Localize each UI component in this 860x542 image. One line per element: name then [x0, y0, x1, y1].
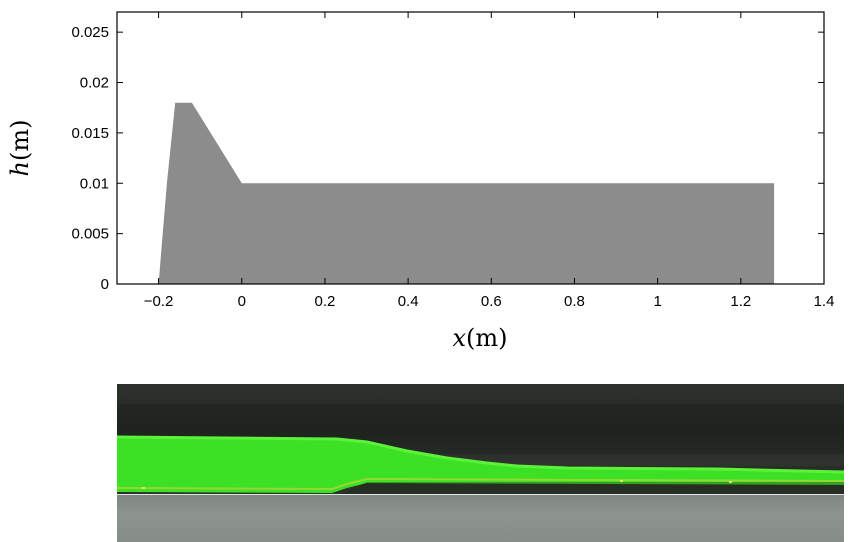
y-tick-label: 0.005 — [71, 226, 109, 243]
water-layer — [117, 436, 844, 493]
x-tick-label: 0.6 — [481, 293, 502, 310]
x-tick-label: −0.2 — [144, 293, 174, 310]
water-bottom-edge — [117, 477, 844, 491]
y-tick-label: 0.025 — [71, 24, 109, 41]
flume-photograph — [117, 384, 844, 542]
x-tick-label: 0.2 — [315, 293, 336, 310]
water-flow-layer — [117, 435, 844, 496]
y-tick-label: 0.01 — [80, 175, 109, 192]
x-tick-label: 0.4 — [398, 293, 419, 310]
x-tick-label: 1.2 — [730, 293, 751, 310]
water-surface-highlight — [117, 435, 844, 474]
x-tick-label: 0 — [238, 293, 246, 310]
svg-text:h(m): h(m) — [6, 120, 34, 177]
x-axis-label: x(m) — [452, 324, 507, 352]
y-axis-ticks: 0 0.005 0.01 0.015 0.02 0.025 — [71, 24, 824, 293]
y-tick-label: 0 — [101, 276, 109, 293]
y-axis-label-symbol: h — [6, 161, 34, 176]
x-axis-label-unit: (m) — [466, 324, 507, 352]
y-axis-label-unit: (m) — [6, 120, 34, 161]
tracer-speck — [729, 481, 732, 483]
x-tick-label: 1.4 — [814, 293, 835, 310]
plot-area — [116, 11, 825, 285]
tracer-speck — [620, 480, 623, 482]
svg-text:x(m): x(m) — [452, 324, 507, 352]
x-axis-ticks: −0.2 0 0.2 0.4 0.6 0.8 1 1.2 1.4 — [144, 12, 835, 310]
obstacle-shadow — [337, 482, 844, 496]
plot-frame — [116, 11, 825, 285]
x-axis-label-symbol: x — [452, 324, 466, 352]
y-tick-label: 0.015 — [71, 125, 109, 142]
y-tick-label: 0.02 — [80, 75, 109, 92]
x-tick-label: 1 — [653, 293, 661, 310]
tracer-speck — [142, 487, 145, 489]
x-tick-label: 0.8 — [564, 293, 585, 310]
filled-area-series-0 — [158, 102, 775, 284]
y-axis-label: h(m) — [6, 120, 34, 177]
flume-floor — [117, 495, 844, 542]
chart: −0.2 0 0.2 0.4 0.6 0.8 1 1.2 1.4 0 0.005 0.01 0.015… — [6, 11, 835, 352]
